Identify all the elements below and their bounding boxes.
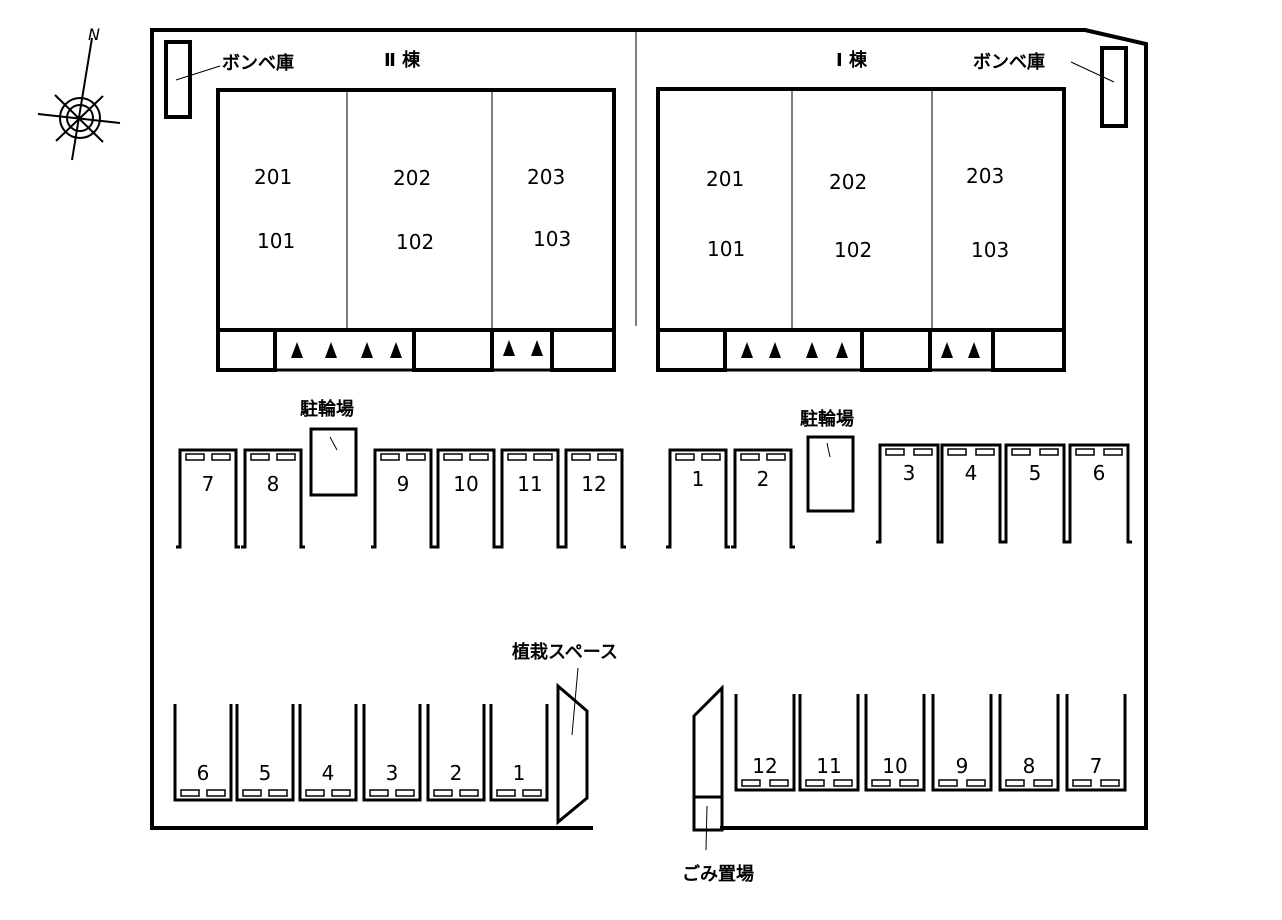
parking-stall: 1 [489,704,549,802]
parking-stall-number: 11 [816,754,841,778]
parking-stall-number: 5 [1029,461,1042,485]
parking-stall: 3 [362,704,422,802]
parking-stall: 4 [298,704,358,802]
garbage-label: ごみ置場 [682,863,754,885]
bicycle-parking-1: 駐輪場 [800,408,855,513]
building-1-gas-leader [1070,61,1115,83]
parking-stall-number: 6 [1093,461,1106,485]
compass-north-label: N [88,25,100,44]
building-2-gas-storage [164,40,192,119]
bicycle-parking-2: 駐輪場 [300,398,358,497]
parking-stall: 10 [434,448,498,549]
unit-number: 101 [707,237,745,261]
parking-stall: 2 [426,704,486,802]
building-1-entrance-steps [741,342,980,358]
parking-stall: 3 [876,443,942,544]
unit-number: 102 [834,238,872,262]
parking-stall: 5 [235,704,295,802]
unit-number: 103 [533,227,571,251]
unit-number: 202 [393,166,431,190]
unit-number: 102 [396,230,434,254]
parking-stall-number: 4 [322,761,335,785]
parking-stall: 10 [864,694,926,792]
parking-stall: 11 [798,694,860,792]
parking-stall: 9 [371,448,435,549]
parking-stall: 12 [734,694,796,792]
parking-stall-number: 8 [267,472,280,496]
parking-stall: 6 [173,704,233,802]
parking-stall: 5 [1002,443,1068,544]
parking-stall-number: 10 [453,472,478,496]
parking-stall-number: 9 [956,754,969,778]
unit-number: 201 [254,165,292,189]
unit-number: 101 [257,229,295,253]
parking-stall: 7 [176,448,240,549]
building-2-entrance-steps [291,340,543,358]
parking-stall-number: 2 [450,761,463,785]
parking-stall-number: 1 [513,761,526,785]
parking-stall-number: 8 [1023,754,1036,778]
parking-stall-number: 9 [397,472,410,496]
garbage-area: ごみ置場 [682,684,754,885]
building-1-title: Ⅰ 棟 [836,49,868,71]
parking-stall-number: 7 [202,472,215,496]
building-2-outline [216,88,616,332]
building-1-gas-storage [1100,46,1128,128]
building-1-entrances [656,328,1066,372]
parking-stall-number: 1 [692,467,705,491]
bicycle-parking-label: 駐輪場 [800,408,854,430]
parking-stall-number: 11 [517,472,542,496]
unit-number: 103 [971,238,1009,262]
parking-stall: 6 [1066,443,1132,544]
parking-stall-number: 2 [757,467,770,491]
parking-stall-number: 6 [197,761,210,785]
parking-stall-number: 7 [1090,754,1103,778]
parking-stall-number: 12 [581,472,606,496]
parking-stall: 9 [931,694,993,792]
building-1: Ⅰ 棟 ボンベ庫 201 101 202 102 203 103 [656,46,1128,372]
parking-stall: 1 [666,448,730,549]
building-1-gas-label: ボンベ庫 [973,51,1045,73]
building-2-title: Ⅱ 棟 [384,49,421,71]
parking-stall: 12 [562,448,626,549]
building-2-gas-leader [175,65,221,81]
parking-stall-number: 12 [752,754,777,778]
parking-stall-number: 3 [903,461,916,485]
parking-stall-number: 5 [259,761,272,785]
building-2-gas-label: ボンベ庫 [222,52,294,74]
parking-stall: 11 [498,448,562,549]
site-boundary [150,28,1148,830]
parking-stall: 2 [731,448,795,549]
parking-stall: 4 [938,443,1004,544]
planting-label: 植栽スペース [512,641,618,663]
building-2-entrances [216,328,616,372]
unit-number: 203 [527,165,565,189]
parking-stall-number: 3 [386,761,399,785]
building-2: Ⅱ 棟 ボンベ庫 201 101 202 102 203 103 [164,40,616,372]
parking-stall: 7 [1065,694,1127,792]
building-1-outline [656,87,1066,332]
compass-icon: N [37,25,121,161]
parking-stall-number: 4 [965,461,978,485]
planting-space: 植栽スペース [512,641,618,826]
parking-stall: 8 [998,694,1060,792]
unit-number: 203 [966,164,1004,188]
unit-number: 201 [706,167,744,191]
bicycle-parking-label: 駐輪場 [300,398,354,420]
unit-number: 202 [829,170,867,194]
parking-stall-number: 10 [882,754,907,778]
parking-stall: 8 [241,448,305,549]
